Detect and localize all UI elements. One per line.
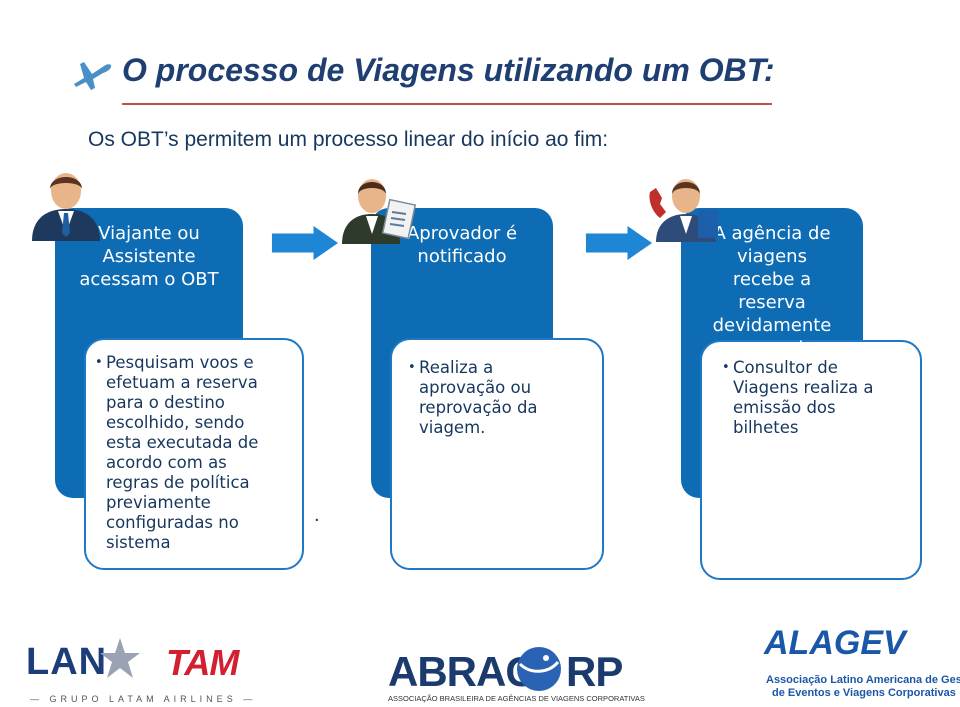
stray-dot: . <box>314 505 320 526</box>
lan-star-icon <box>100 638 140 678</box>
approver-person-icon <box>342 179 416 244</box>
page-subtitle: Os OBT’s permitem um processo linear do … <box>88 128 609 151</box>
tam-logo: TAM <box>166 642 239 683</box>
step3-body: Consultor de Viagens realiza a emissão d… <box>733 358 874 437</box>
right-arrow-icon <box>271 226 339 260</box>
traveler-person-icon <box>32 173 100 241</box>
step1-body-box <box>84 338 304 570</box>
latam-group-label: — GRUPO LATAM AIRLINES — <box>30 694 257 704</box>
step1-body: Pesquisam voos e efetuam a reserva para … <box>106 353 259 552</box>
airplane-icon <box>74 62 112 90</box>
step2-body: Realiza a aprovação ou reprovação da via… <box>419 358 538 437</box>
page-title: O processo de Viagens utilizando um OBT: <box>122 52 775 88</box>
abracorp-logo-part2: RP <box>566 648 623 695</box>
alagev-logo: ALAGEV <box>764 624 906 662</box>
step2-body-box <box>390 338 604 570</box>
abracorp-globe-icon <box>517 647 561 691</box>
agent-phone-person-icon <box>649 179 718 242</box>
abracorp-tagline: ASSOCIAÇÃO BRASILEIRA DE AGÊNCIAS DE VIA… <box>388 694 645 703</box>
lan-logo: LAN <box>26 641 108 683</box>
alagev-tagline-1: Associação Latino Americana de Gestores <box>766 674 960 686</box>
step3-body-box <box>700 340 922 580</box>
abracorp-logo-part1: ABRAC <box>388 648 536 695</box>
alagev-tagline-2: de Eventos e Viagens Corporativas <box>772 687 956 699</box>
title-underline <box>122 103 772 105</box>
right-arrow-icon <box>585 226 653 260</box>
